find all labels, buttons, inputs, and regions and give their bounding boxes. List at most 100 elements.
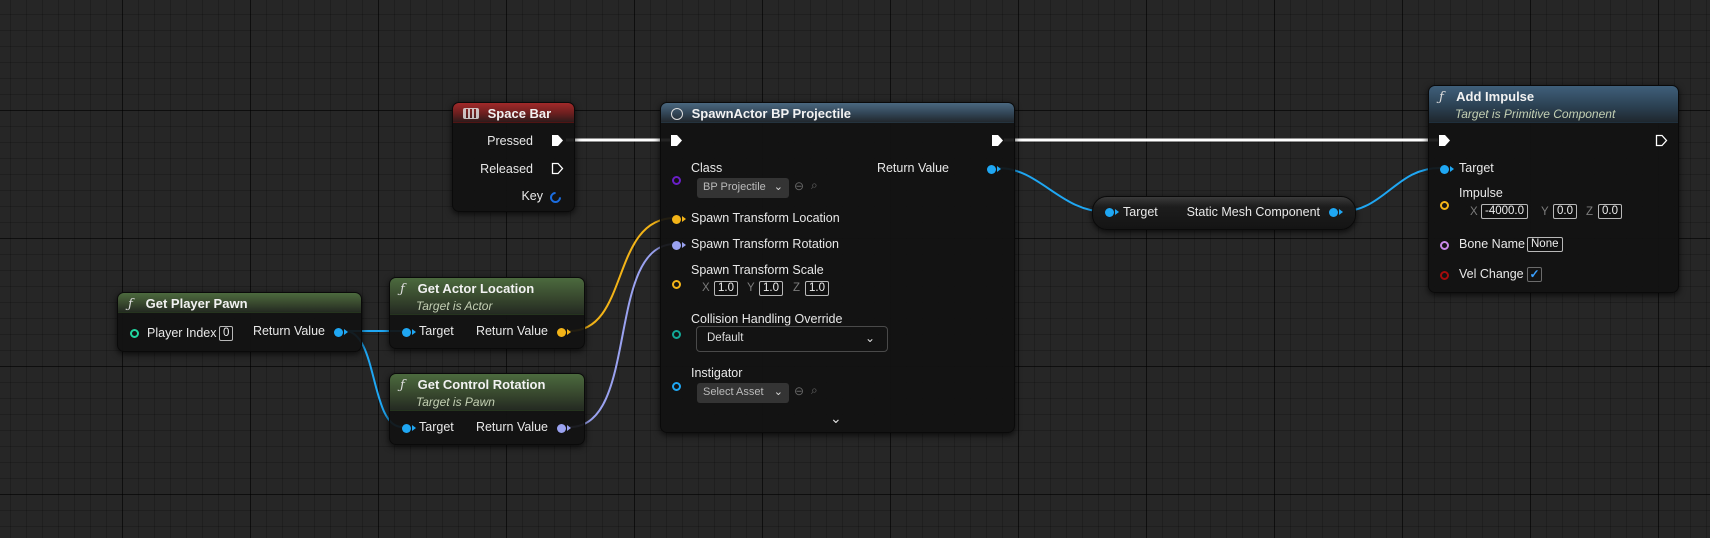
space-bar-header[interactable]: Space Bar bbox=[453, 103, 574, 123]
chevron-down-icon: ⌄ bbox=[773, 386, 783, 398]
released-exec-pin[interactable] bbox=[551, 162, 564, 175]
bone-name-field[interactable]: None bbox=[1527, 237, 1563, 252]
pressed-label: Pressed bbox=[487, 134, 533, 148]
impulse-x-axis: X bbox=[1470, 206, 1478, 218]
instigator-pin[interactable] bbox=[672, 382, 681, 391]
get-player-pawn-header[interactable]: ƒ Get Player Pawn bbox=[118, 293, 361, 313]
function-icon: ƒ bbox=[1439, 90, 1444, 105]
scale-pin[interactable] bbox=[672, 280, 681, 289]
add-impulse-subtitle: Target is Primitive Component bbox=[1455, 107, 1616, 121]
get-player-pawn-title: Get Player Pawn bbox=[145, 296, 248, 311]
impulse-y-axis: Y bbox=[1541, 206, 1549, 218]
search-icon[interactable]: ⌕ bbox=[811, 383, 818, 397]
static-mesh-target-pin[interactable] bbox=[1105, 208, 1119, 217]
instigator-value: Select Asset bbox=[703, 386, 764, 398]
impulse-target-label: Target bbox=[1459, 161, 1494, 175]
expand-chevron-icon[interactable]: ⌄ bbox=[830, 410, 842, 426]
class-pin[interactable] bbox=[672, 176, 681, 185]
static-mesh-output-pin[interactable] bbox=[1329, 208, 1343, 217]
location-pin[interactable] bbox=[672, 215, 686, 224]
function-icon: ƒ bbox=[400, 282, 405, 297]
location-label: Spawn Transform Location bbox=[691, 211, 840, 225]
class-combo[interactable]: BP Projectile ⌄ bbox=[697, 178, 789, 198]
class-value: BP Projectile bbox=[703, 181, 766, 193]
impulse-exec-out-pin[interactable] bbox=[1655, 134, 1668, 147]
rotation-pin[interactable] bbox=[672, 241, 686, 250]
get-actor-location-title: Get Actor Location bbox=[417, 281, 535, 296]
get-control-rotation-title: Get Control Rotation bbox=[417, 377, 546, 392]
impulse-exec-in-pin[interactable] bbox=[1438, 134, 1451, 147]
scale-label: Spawn Transform Scale bbox=[691, 263, 824, 277]
impulse-y-field[interactable]: 0.0 bbox=[1553, 204, 1577, 219]
pawn-return-value-pin[interactable] bbox=[334, 328, 348, 337]
collision-label: Collision Handling Override bbox=[691, 312, 843, 326]
search-icon[interactable]: ⌕ bbox=[811, 178, 818, 192]
actor-location-target-pin[interactable] bbox=[402, 328, 416, 337]
spawn-exec-in-pin[interactable] bbox=[670, 134, 683, 147]
get-actor-location-header[interactable]: ƒ Get Actor Location Target is Actor bbox=[390, 278, 584, 315]
rotation-label: Spawn Transform Rotation bbox=[691, 237, 839, 251]
spawn-actor-header[interactable]: SpawnActor BP Projectile bbox=[661, 103, 1014, 123]
get-control-rotation-subtitle: Target is Pawn bbox=[416, 395, 495, 409]
checkmark-icon: ✓ bbox=[1529, 267, 1540, 281]
spawn-actor-title: SpawnActor BP Projectile bbox=[691, 106, 852, 121]
scale-x-field[interactable]: 1.0 bbox=[714, 281, 738, 296]
vel-change-checkbox[interactable]: ✓ bbox=[1527, 267, 1542, 282]
impulse-x-field[interactable]: -4000.0 bbox=[1481, 204, 1529, 219]
spawn-icon bbox=[671, 108, 683, 120]
add-impulse-node[interactable]: ƒ Add Impulse Target is Primitive Compon… bbox=[1428, 85, 1679, 293]
control-rotation-return-label: Return Value bbox=[475, 420, 548, 434]
get-control-rotation-header[interactable]: ƒ Get Control Rotation Target is Pawn bbox=[390, 374, 584, 411]
static-mesh-output-label: Static Mesh Component bbox=[1186, 205, 1320, 219]
add-impulse-header[interactable]: ƒ Add Impulse Target is Primitive Compon… bbox=[1429, 86, 1678, 123]
space-bar-node[interactable]: Space Bar Pressed Released Key bbox=[452, 102, 575, 212]
key-label: Key bbox=[521, 189, 543, 203]
function-icon: ƒ bbox=[128, 297, 133, 312]
scale-z-field[interactable]: 1.0 bbox=[805, 281, 829, 296]
collision-dropdown[interactable]: Default ⌄ bbox=[696, 326, 888, 352]
player-index-field[interactable]: 0 bbox=[219, 326, 234, 341]
browse-icon[interactable]: ⊖ bbox=[794, 179, 805, 193]
space-bar-title: Space Bar bbox=[487, 106, 552, 121]
bone-name-label: Bone Name bbox=[1459, 237, 1526, 251]
bone-name-pin[interactable] bbox=[1440, 241, 1449, 250]
keyboard-icon bbox=[463, 108, 479, 119]
get-actor-location-node[interactable]: ƒ Get Actor Location Target is Actor Tar… bbox=[389, 277, 585, 349]
player-index-pin[interactable] bbox=[130, 329, 139, 338]
get-actor-location-subtitle: Target is Actor bbox=[416, 299, 493, 313]
spawn-actor-node[interactable]: SpawnActor BP Projectile Class BP Projec… bbox=[660, 102, 1015, 433]
static-mesh-node[interactable]: Target Static Mesh Component bbox=[1092, 196, 1356, 230]
scale-y-axis: Y bbox=[747, 282, 755, 294]
impulse-label: Impulse bbox=[1459, 186, 1503, 200]
vel-change-pin[interactable] bbox=[1440, 271, 1449, 280]
actor-location-return-pin[interactable] bbox=[557, 328, 571, 337]
impulse-target-pin[interactable] bbox=[1440, 165, 1454, 174]
class-label: Class bbox=[691, 161, 723, 175]
chevron-down-icon: ⌄ bbox=[773, 181, 783, 193]
scale-y-field[interactable]: 1.0 bbox=[759, 281, 783, 296]
pressed-exec-pin[interactable] bbox=[551, 134, 564, 147]
control-rotation-return-pin[interactable] bbox=[557, 424, 571, 433]
impulse-z-field[interactable]: 0.0 bbox=[1598, 204, 1622, 219]
chevron-down-icon: ⌄ bbox=[864, 331, 875, 345]
browse-icon[interactable]: ⊖ bbox=[794, 384, 805, 398]
actor-location-target-label: Target bbox=[419, 324, 454, 338]
actor-location-return-label: Return Value bbox=[475, 324, 548, 338]
player-index-label: Player Index bbox=[147, 326, 217, 340]
control-rotation-target-pin[interactable] bbox=[402, 424, 416, 433]
collision-pin[interactable] bbox=[672, 330, 681, 339]
scale-x-axis: X bbox=[702, 282, 710, 294]
vector-wire-location bbox=[569, 217, 676, 332]
key-pin[interactable] bbox=[547, 189, 564, 206]
instigator-combo[interactable]: Select Asset ⌄ bbox=[697, 383, 789, 403]
control-rotation-target-label: Target bbox=[419, 420, 454, 434]
get-player-pawn-node[interactable]: ƒ Get Player Pawn Player Index 0 Return … bbox=[117, 292, 362, 352]
return-value-pin[interactable] bbox=[987, 165, 1001, 174]
scale-z-axis: Z bbox=[793, 282, 801, 294]
impulse-vector-pin[interactable] bbox=[1440, 201, 1449, 210]
spawn-exec-out-pin[interactable] bbox=[991, 134, 1004, 147]
pawn-return-value-label: Return Value bbox=[252, 324, 325, 338]
get-control-rotation-node[interactable]: ƒ Get Control Rotation Target is Pawn Ta… bbox=[389, 373, 585, 445]
add-impulse-title: Add Impulse bbox=[1456, 89, 1535, 104]
rotator-wire-rotation bbox=[569, 243, 676, 428]
